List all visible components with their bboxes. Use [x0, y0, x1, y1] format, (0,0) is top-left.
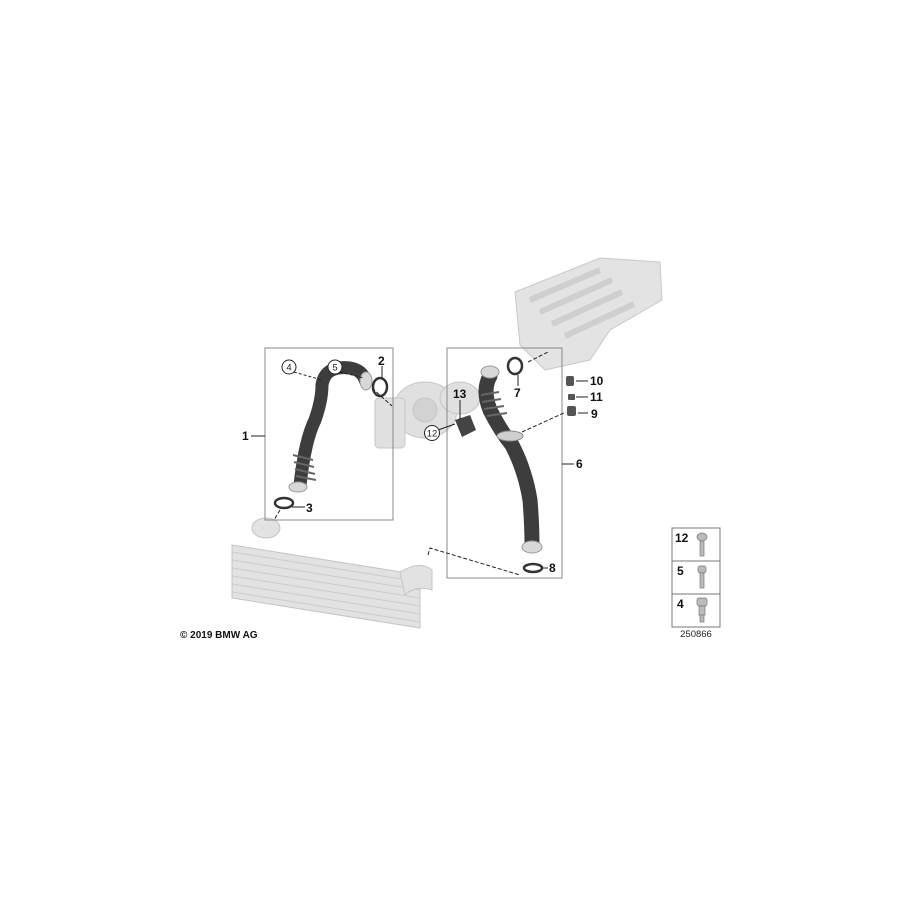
callout-10: 10 [590, 374, 604, 388]
hose-bellows-1 [292, 454, 317, 481]
hose-clamp-end [288, 481, 308, 493]
legend-label-5: 5 [677, 564, 684, 578]
fastener-legend: 12 5 4 [671, 527, 721, 628]
svg-text:4: 4 [286, 363, 291, 374]
svg-text:5: 5 [332, 363, 337, 374]
o-ring-3 [273, 496, 295, 510]
callout-13: 13 [453, 387, 467, 401]
o-ring-2 [371, 376, 389, 398]
hose-clamp-end [359, 371, 373, 391]
group-frame-1 [264, 347, 394, 521]
callout-5: 5 [327, 359, 343, 375]
o-ring-7 [506, 356, 524, 376]
screw-4-icon [696, 597, 708, 623]
bracket-13 [455, 415, 476, 437]
svg-text:12: 12 [427, 429, 438, 440]
screw-12-icon [696, 532, 708, 557]
turbocharger [374, 381, 481, 449]
callout-11: 11 [590, 390, 603, 404]
callout-8: 8 [549, 561, 556, 575]
charge-air-hose-6 [478, 368, 540, 553]
hose-bellows-6 [480, 391, 508, 417]
callout-3: 3 [306, 501, 313, 515]
callout-1: 1 [242, 429, 249, 443]
intercooler [231, 517, 433, 629]
callout-7: 7 [514, 386, 521, 400]
hose-clamp-end [521, 540, 543, 554]
legend-label-12: 12 [675, 531, 689, 545]
leader-lines [251, 351, 588, 576]
o-ring-8 [522, 562, 544, 574]
copyright: © 2019 BMW AG [180, 630, 258, 641]
intake-manifold [514, 257, 663, 371]
callout-2: 2 [378, 354, 385, 368]
legend-label-4: 4 [677, 597, 684, 611]
hose-clamp [496, 430, 524, 442]
callout-9: 9 [591, 407, 598, 421]
hose-clamp-end [480, 365, 500, 379]
screw-5-icon [697, 565, 707, 589]
callout-12: 12 [424, 425, 440, 441]
callout-6: 6 [576, 457, 583, 471]
diagram-number: 250866 [680, 629, 712, 640]
charge-air-hose-1 [293, 361, 372, 492]
group-frame-6 [446, 347, 563, 579]
sensors [566, 376, 576, 416]
callout-4: 4 [281, 359, 297, 375]
